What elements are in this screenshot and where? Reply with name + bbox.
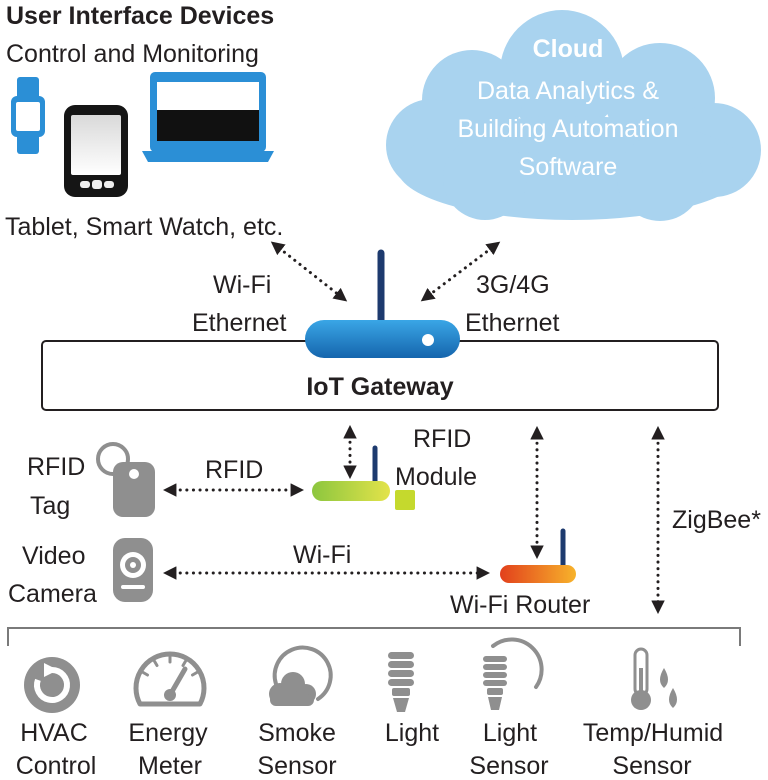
video-camera-label: Camera xyxy=(8,580,97,608)
device-label: Smoke xyxy=(258,719,336,747)
cloud-to-gateway-arrow xyxy=(420,241,501,302)
right-link-label: Ethernet xyxy=(465,309,560,337)
device-label: HVAC xyxy=(20,719,88,747)
smoke-sensor-icon xyxy=(269,645,333,706)
zigbee-label: ZigBee* xyxy=(672,506,761,534)
cloud-shape xyxy=(386,10,761,221)
right-link-label: 3G/4G xyxy=(476,271,550,299)
left-link-label: Ethernet xyxy=(192,309,287,337)
video-camera-label: Video xyxy=(22,542,86,570)
wifi-router-label: Wi-Fi Router xyxy=(450,591,590,619)
wifi-router-icon xyxy=(500,528,576,583)
cloud-line: Software xyxy=(519,153,618,181)
cloud-title: Cloud xyxy=(533,35,604,63)
cloud-line: Data Analytics & xyxy=(477,77,659,105)
rfid-tag-icon xyxy=(96,442,155,517)
device-label: Sensor xyxy=(612,752,691,780)
device-label: Control xyxy=(16,752,97,780)
devices-bracket xyxy=(7,627,741,646)
device-label: Sensor xyxy=(469,752,548,780)
ui-devices-title: User Interface Devices xyxy=(6,2,274,30)
tablet-icon xyxy=(64,105,128,197)
device-label: Energy xyxy=(128,719,208,747)
rfid-tag-label: Tag xyxy=(30,492,70,520)
energy-meter-icon xyxy=(133,651,207,707)
device-label: Temp/Humid xyxy=(583,719,723,747)
ui-devices-subtitle: Control and Monitoring xyxy=(6,40,259,68)
ui-devices-caption: Tablet, Smart Watch, etc. xyxy=(5,213,283,241)
ui-to-gateway-arrow xyxy=(270,241,348,302)
gateway-label: IoT Gateway xyxy=(306,373,453,401)
light-bulb-icon xyxy=(388,652,414,712)
device-label: Sensor xyxy=(257,752,336,780)
smart-watch-icon xyxy=(11,77,45,154)
laptop-icon xyxy=(142,72,274,162)
video-camera-icon xyxy=(113,538,153,602)
device-label: Meter xyxy=(138,752,202,780)
rfid-module-label: Module xyxy=(395,463,477,491)
gateway-router-icon xyxy=(305,249,460,358)
rfid-module-label: RFID xyxy=(413,425,471,453)
device-label: Light xyxy=(385,719,439,747)
rfid-tag-label: RFID xyxy=(27,453,85,481)
cloud-line: Building Automation xyxy=(458,115,679,143)
temp-humid-sensor-icon xyxy=(631,647,677,710)
light-sensor-icon xyxy=(483,637,544,710)
hvac-control-icon xyxy=(24,657,80,713)
rfid-link-label: RFID xyxy=(205,456,263,484)
wifi-link-label: Wi-Fi xyxy=(293,541,351,569)
rfid-module-icon xyxy=(312,445,415,510)
left-link-label: Wi-Fi xyxy=(213,271,271,299)
device-label: Light xyxy=(483,719,537,747)
